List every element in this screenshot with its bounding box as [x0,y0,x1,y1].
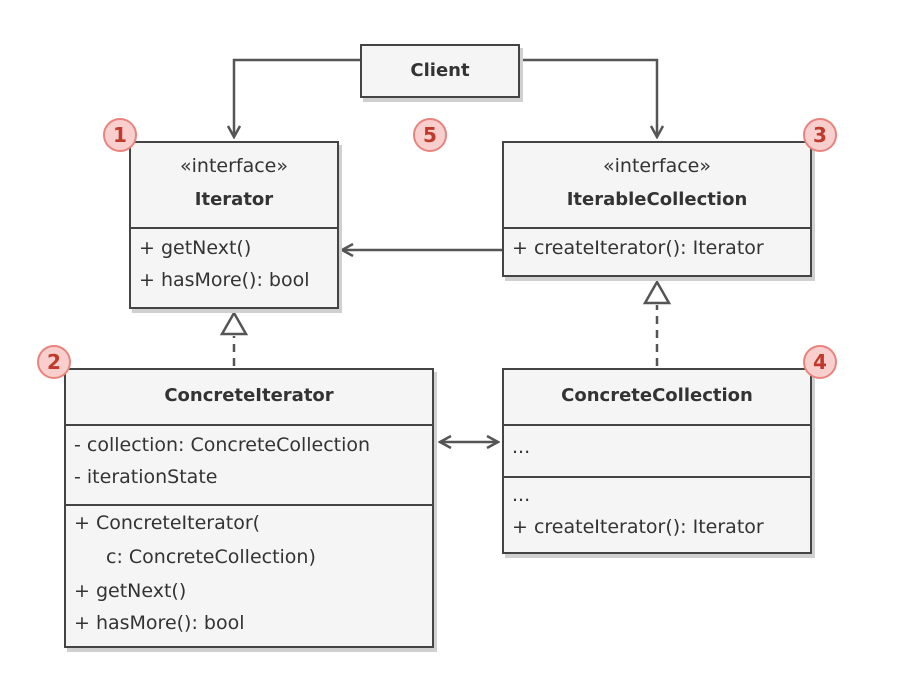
iterator-stereotype: «interface» [180,155,288,177]
badge-2: 2 [37,345,71,379]
concrete-iterator-fields: - collection: ConcreteCollection - itera… [66,424,432,504]
client-label: Client [410,60,470,81]
badge-4: 4 [803,345,837,379]
iterator-methods: + getNext() + hasMore(): bool [131,227,337,307]
concrete-collection-fields: ... [504,424,810,476]
iterator-name: Iterator [194,189,274,210]
badge-1: 1 [103,118,137,152]
concrete-iterator-field: - collection: ConcreteCollection [74,434,371,456]
concrete-collection-method: ... [512,484,531,506]
iterator-method: + getNext() [139,237,252,259]
concrete-iterator-methods: + ConcreteIterator( c: ConcreteCollectio… [66,504,432,646]
iterator-header: «interface» Iterator [131,143,337,227]
concrete-iterator-method: c: ConcreteCollection) [106,546,316,568]
concrete-iterator-method: + getNext() [74,580,187,602]
concrete-iterator-header: ConcreteIterator [66,370,432,424]
iterator-realization-head [219,310,249,336]
concrete-collection-methods: ... + createIterator(): Iterator [504,476,810,552]
client-box: Client [360,44,520,98]
concrete-collection-class-box: ConcreteCollection ... ... + createItera… [502,368,812,554]
client-to-collection-arrow [520,58,657,137]
iterator-method: + hasMore(): bool [139,269,310,291]
iterable-collection-stereotype: «interface» [603,155,711,177]
badge-5: 5 [413,118,447,152]
concrete-collection-name: ConcreteCollection [561,385,753,406]
concrete-iterator-method: + ConcreteIterator( [74,512,261,534]
concrete-iterator-name: ConcreteIterator [164,385,334,406]
collection-realization-head [642,279,672,305]
iterable-collection-name: IterableCollection [566,189,748,210]
iterable-collection-interface-box: «interface» IterableCollection + createI… [502,141,812,277]
concrete-iterator-class-box: ConcreteIterator - collection: ConcreteC… [64,368,434,648]
iterable-collection-methods: + createIterator(): Iterator [504,227,810,275]
badge-3: 3 [803,118,837,152]
iterable-collection-method: + createIterator(): Iterator [512,237,764,259]
concrete-iterator-method: + hasMore(): bool [74,612,245,634]
iterable-collection-header: «interface» IterableCollection [504,143,810,227]
concrete-iterator-field: - iterationState [74,466,218,488]
iterator-interface-box: «interface» Iterator + getNext() + hasMo… [129,141,339,309]
concrete-collection-method: + createIterator(): Iterator [512,516,764,538]
concrete-collection-header: ConcreteCollection [504,370,810,424]
client-to-iterator-arrow [234,58,360,137]
concrete-collection-field: ... [512,436,531,458]
